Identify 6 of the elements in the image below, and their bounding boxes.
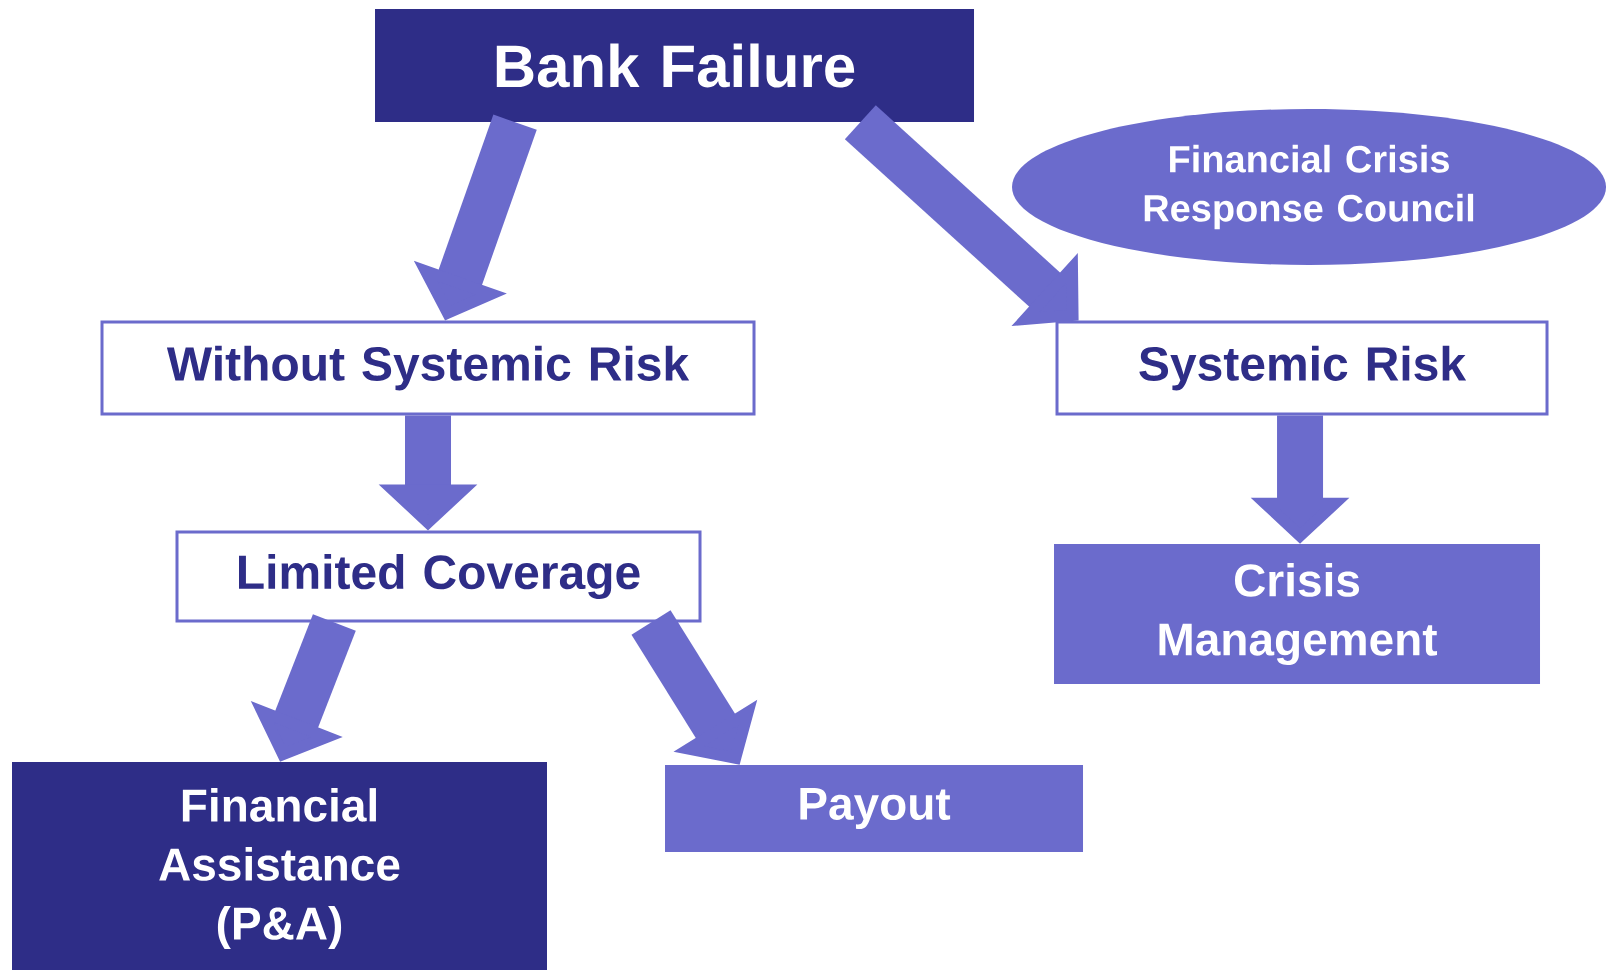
process-box: Without Systemic Risk (100, 320, 756, 416)
process-box: Financial Assistance (P&A) (12, 762, 547, 970)
process-box: Crisis Management (1054, 544, 1540, 684)
process-box: Systemic Risk (1055, 320, 1549, 416)
title-box: Bank Failure (375, 9, 974, 122)
process-box: Limited Coverage (175, 530, 702, 623)
